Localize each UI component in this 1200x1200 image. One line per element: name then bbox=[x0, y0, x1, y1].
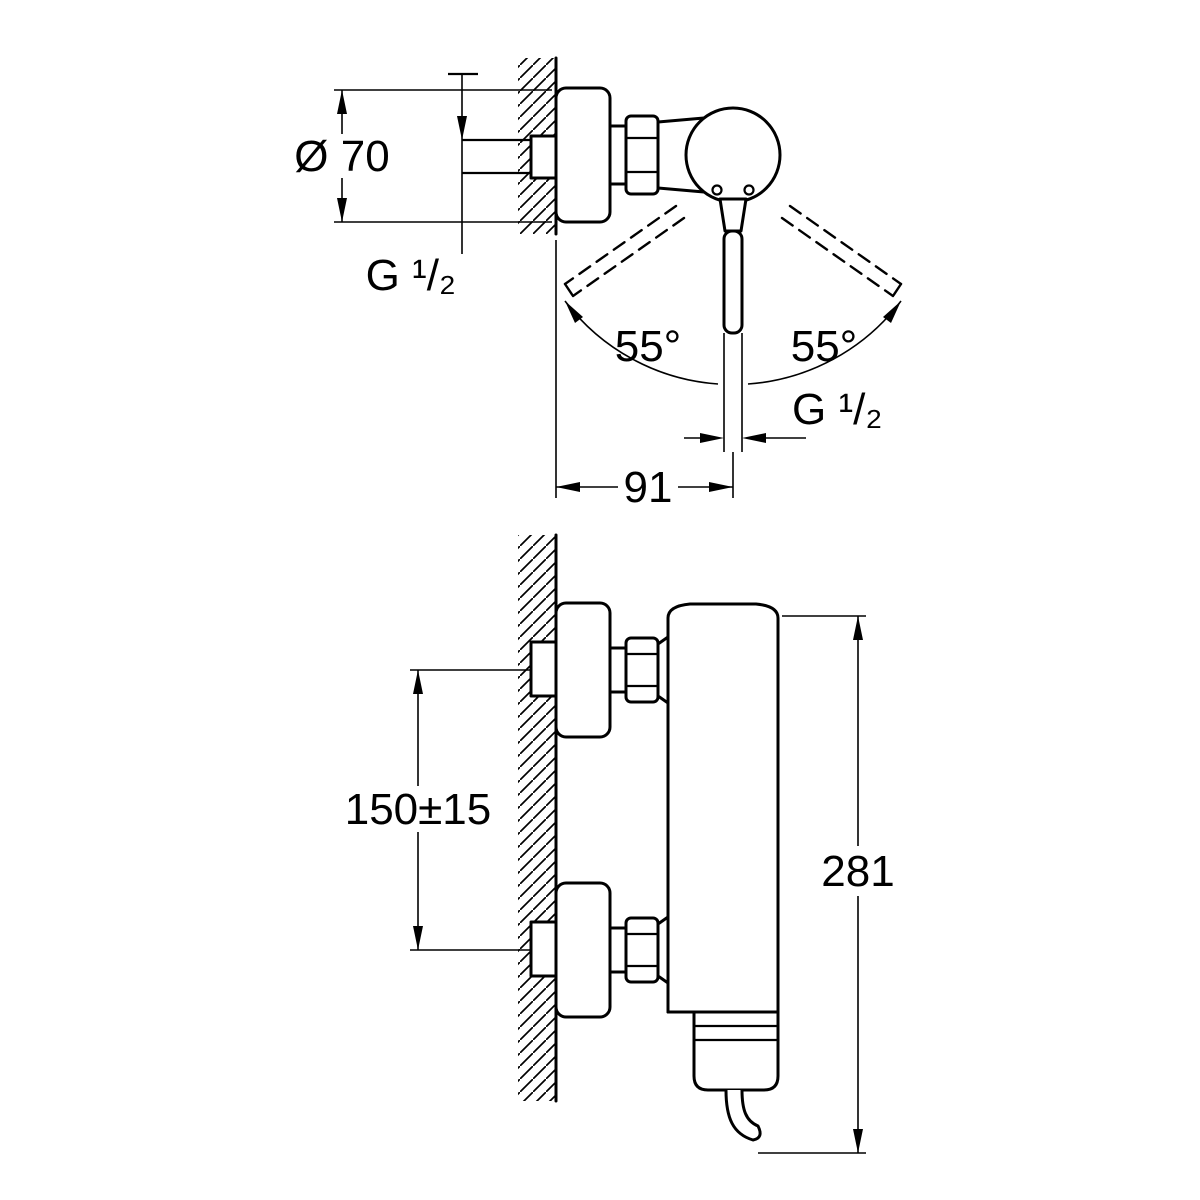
supply-stub-top bbox=[529, 640, 558, 698]
escutcheon-bottom bbox=[554, 881, 612, 1019]
escutcheon bbox=[554, 86, 612, 224]
spacing-arrow-up bbox=[413, 670, 423, 694]
offset-label: 91 bbox=[624, 463, 673, 512]
height-arrow-up bbox=[853, 616, 863, 640]
hex-nut-bottom bbox=[624, 916, 660, 984]
angle-arrow-right bbox=[883, 301, 901, 323]
swing-right-inner bbox=[780, 216, 895, 298]
angle-arrow-left bbox=[565, 301, 583, 323]
swing-right-cap bbox=[891, 282, 903, 298]
swing-right-outer bbox=[788, 204, 903, 286]
front-view: 55° 55° Ø 70 G ¹/₂ G ¹/₂ bbox=[294, 56, 903, 512]
taper-bottom-a bbox=[656, 915, 670, 926]
angle-label-right: 55° bbox=[791, 322, 858, 371]
supply-thread-dimension: G ¹/₂ bbox=[366, 72, 478, 300]
escutcheon-top bbox=[554, 601, 612, 739]
outlet-arrow-left-pointing bbox=[742, 433, 766, 443]
lever-swing-left-dashed bbox=[563, 204, 686, 298]
diameter-dimension: Ø 70 bbox=[294, 90, 390, 222]
union-cylinder bbox=[608, 124, 628, 186]
wall-to-axis-dimension: 91 bbox=[555, 240, 734, 512]
supply-arrow-down bbox=[457, 116, 467, 140]
supply-stub bbox=[529, 134, 558, 180]
swing-left-outer bbox=[563, 204, 678, 286]
mixer-body-circle bbox=[684, 106, 782, 204]
pivot-pin-left bbox=[711, 184, 723, 196]
hose-outlet-hook bbox=[724, 1089, 762, 1142]
supply-thread-label: G ¹/₂ bbox=[366, 251, 456, 300]
diameter-arrow-down bbox=[337, 198, 347, 222]
outlet-thread-dimension: G ¹/₂ bbox=[684, 333, 882, 452]
swing-left-cap bbox=[563, 282, 575, 298]
taper-top-b bbox=[656, 694, 670, 705]
connection-spacing-dimension: 150±15 bbox=[345, 670, 492, 950]
side-view: 150±15 281 bbox=[345, 533, 895, 1154]
mixer-body-profile bbox=[666, 602, 780, 1014]
outlet-arrow-right-pointing bbox=[700, 433, 724, 443]
hex-nut-top bbox=[624, 636, 660, 704]
height-arrow-down bbox=[853, 1129, 863, 1153]
spacing-label: 150±15 bbox=[345, 785, 492, 834]
overall-height-dimension: 281 bbox=[758, 615, 895, 1154]
hex-nut bbox=[624, 114, 660, 196]
lever-handle bbox=[722, 229, 744, 335]
body-taper-bottom bbox=[656, 186, 706, 194]
diameter-label: Ø 70 bbox=[294, 132, 389, 181]
union-cylinder-top bbox=[608, 646, 628, 694]
outlet-thread-label: G ¹/₂ bbox=[792, 385, 882, 434]
taper-bottom-b bbox=[656, 974, 670, 985]
wall-hatching-lower bbox=[518, 535, 556, 1101]
offset-arrow-right bbox=[709, 482, 733, 492]
union-cylinder-bottom bbox=[608, 926, 628, 974]
offset-arrow-left bbox=[556, 482, 580, 492]
supply-stub-bottom bbox=[529, 920, 558, 978]
angle-label-left: 55° bbox=[615, 322, 682, 371]
lever-swing-right-dashed bbox=[780, 204, 903, 298]
taper-top-a bbox=[656, 635, 670, 646]
swing-angle-dimension: 55° 55° bbox=[564, 300, 902, 385]
diameter-arrow-up bbox=[337, 90, 347, 114]
body-taper-top bbox=[656, 116, 706, 124]
swing-left-inner bbox=[571, 216, 686, 298]
height-label: 281 bbox=[821, 847, 894, 896]
spacing-arrow-down bbox=[413, 926, 423, 950]
outlet-block bbox=[692, 1012, 780, 1092]
pivot-pin-right bbox=[743, 184, 755, 196]
lever-joint bbox=[718, 197, 748, 233]
